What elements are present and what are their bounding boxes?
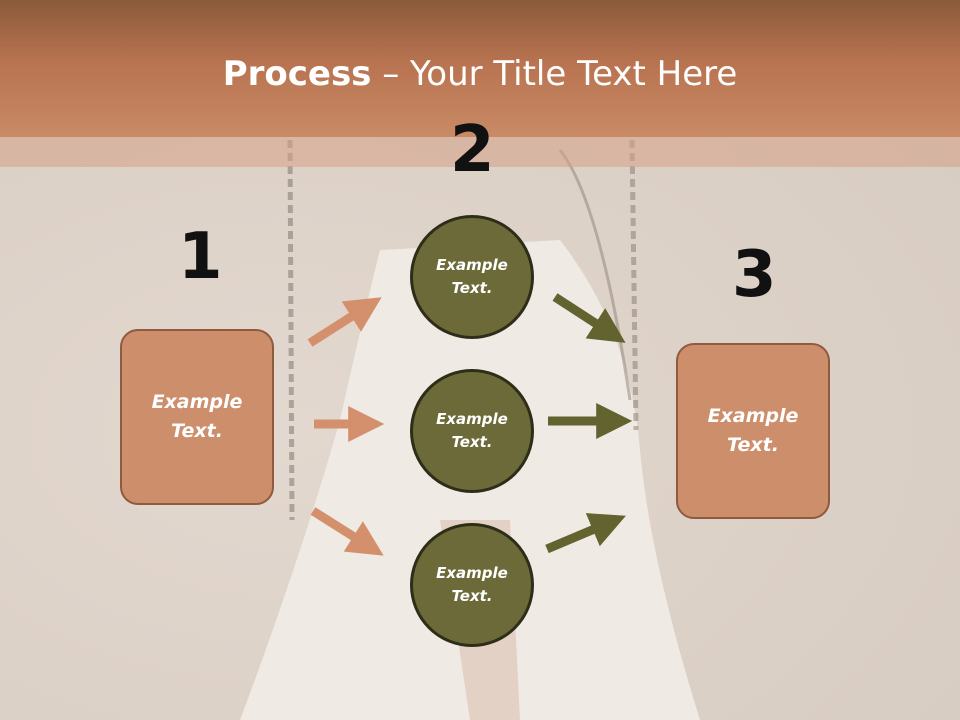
circle-bottom-text-line2: Text. xyxy=(451,587,493,605)
arrow-2c-to-3 xyxy=(545,513,626,554)
step-3-box: Example Text. xyxy=(676,343,830,519)
step-3-number: 3 xyxy=(732,238,777,312)
title-rest: – Your Title Text Here xyxy=(371,54,738,94)
title-bar xyxy=(0,0,960,137)
title-bar-band xyxy=(0,137,960,167)
circle-middle-text-line2: Text. xyxy=(451,433,493,451)
title-bold: Process xyxy=(222,54,372,94)
circle-top-text-line1: Example xyxy=(436,256,508,274)
step-3-text-line1: Example xyxy=(707,405,799,427)
step-2-number: 2 xyxy=(450,113,495,187)
arrow-2a-to-3 xyxy=(552,293,626,343)
circle-middle-text-line1: Example xyxy=(436,410,508,428)
step-3-text-line2: Text. xyxy=(727,434,779,456)
page-title: Process – Your Title Text Here xyxy=(0,52,960,96)
step-2-circle-middle: Example Text. xyxy=(410,369,534,493)
step-1-text-line2: Text. xyxy=(171,420,223,442)
circle-top-text-line2: Text. xyxy=(451,279,493,297)
circle-bottom-text-line1: Example xyxy=(436,564,508,582)
arrow-1-to-2c xyxy=(310,507,384,556)
step-1-number: 1 xyxy=(178,220,223,294)
step-1-box: Example Text. xyxy=(120,329,274,505)
step-2-circle-bottom: Example Text. xyxy=(410,523,534,647)
step-2-circle-top: Example Text. xyxy=(410,215,534,339)
step-1-text-line1: Example xyxy=(151,391,243,413)
arrow-1-to-2a xyxy=(307,297,382,347)
